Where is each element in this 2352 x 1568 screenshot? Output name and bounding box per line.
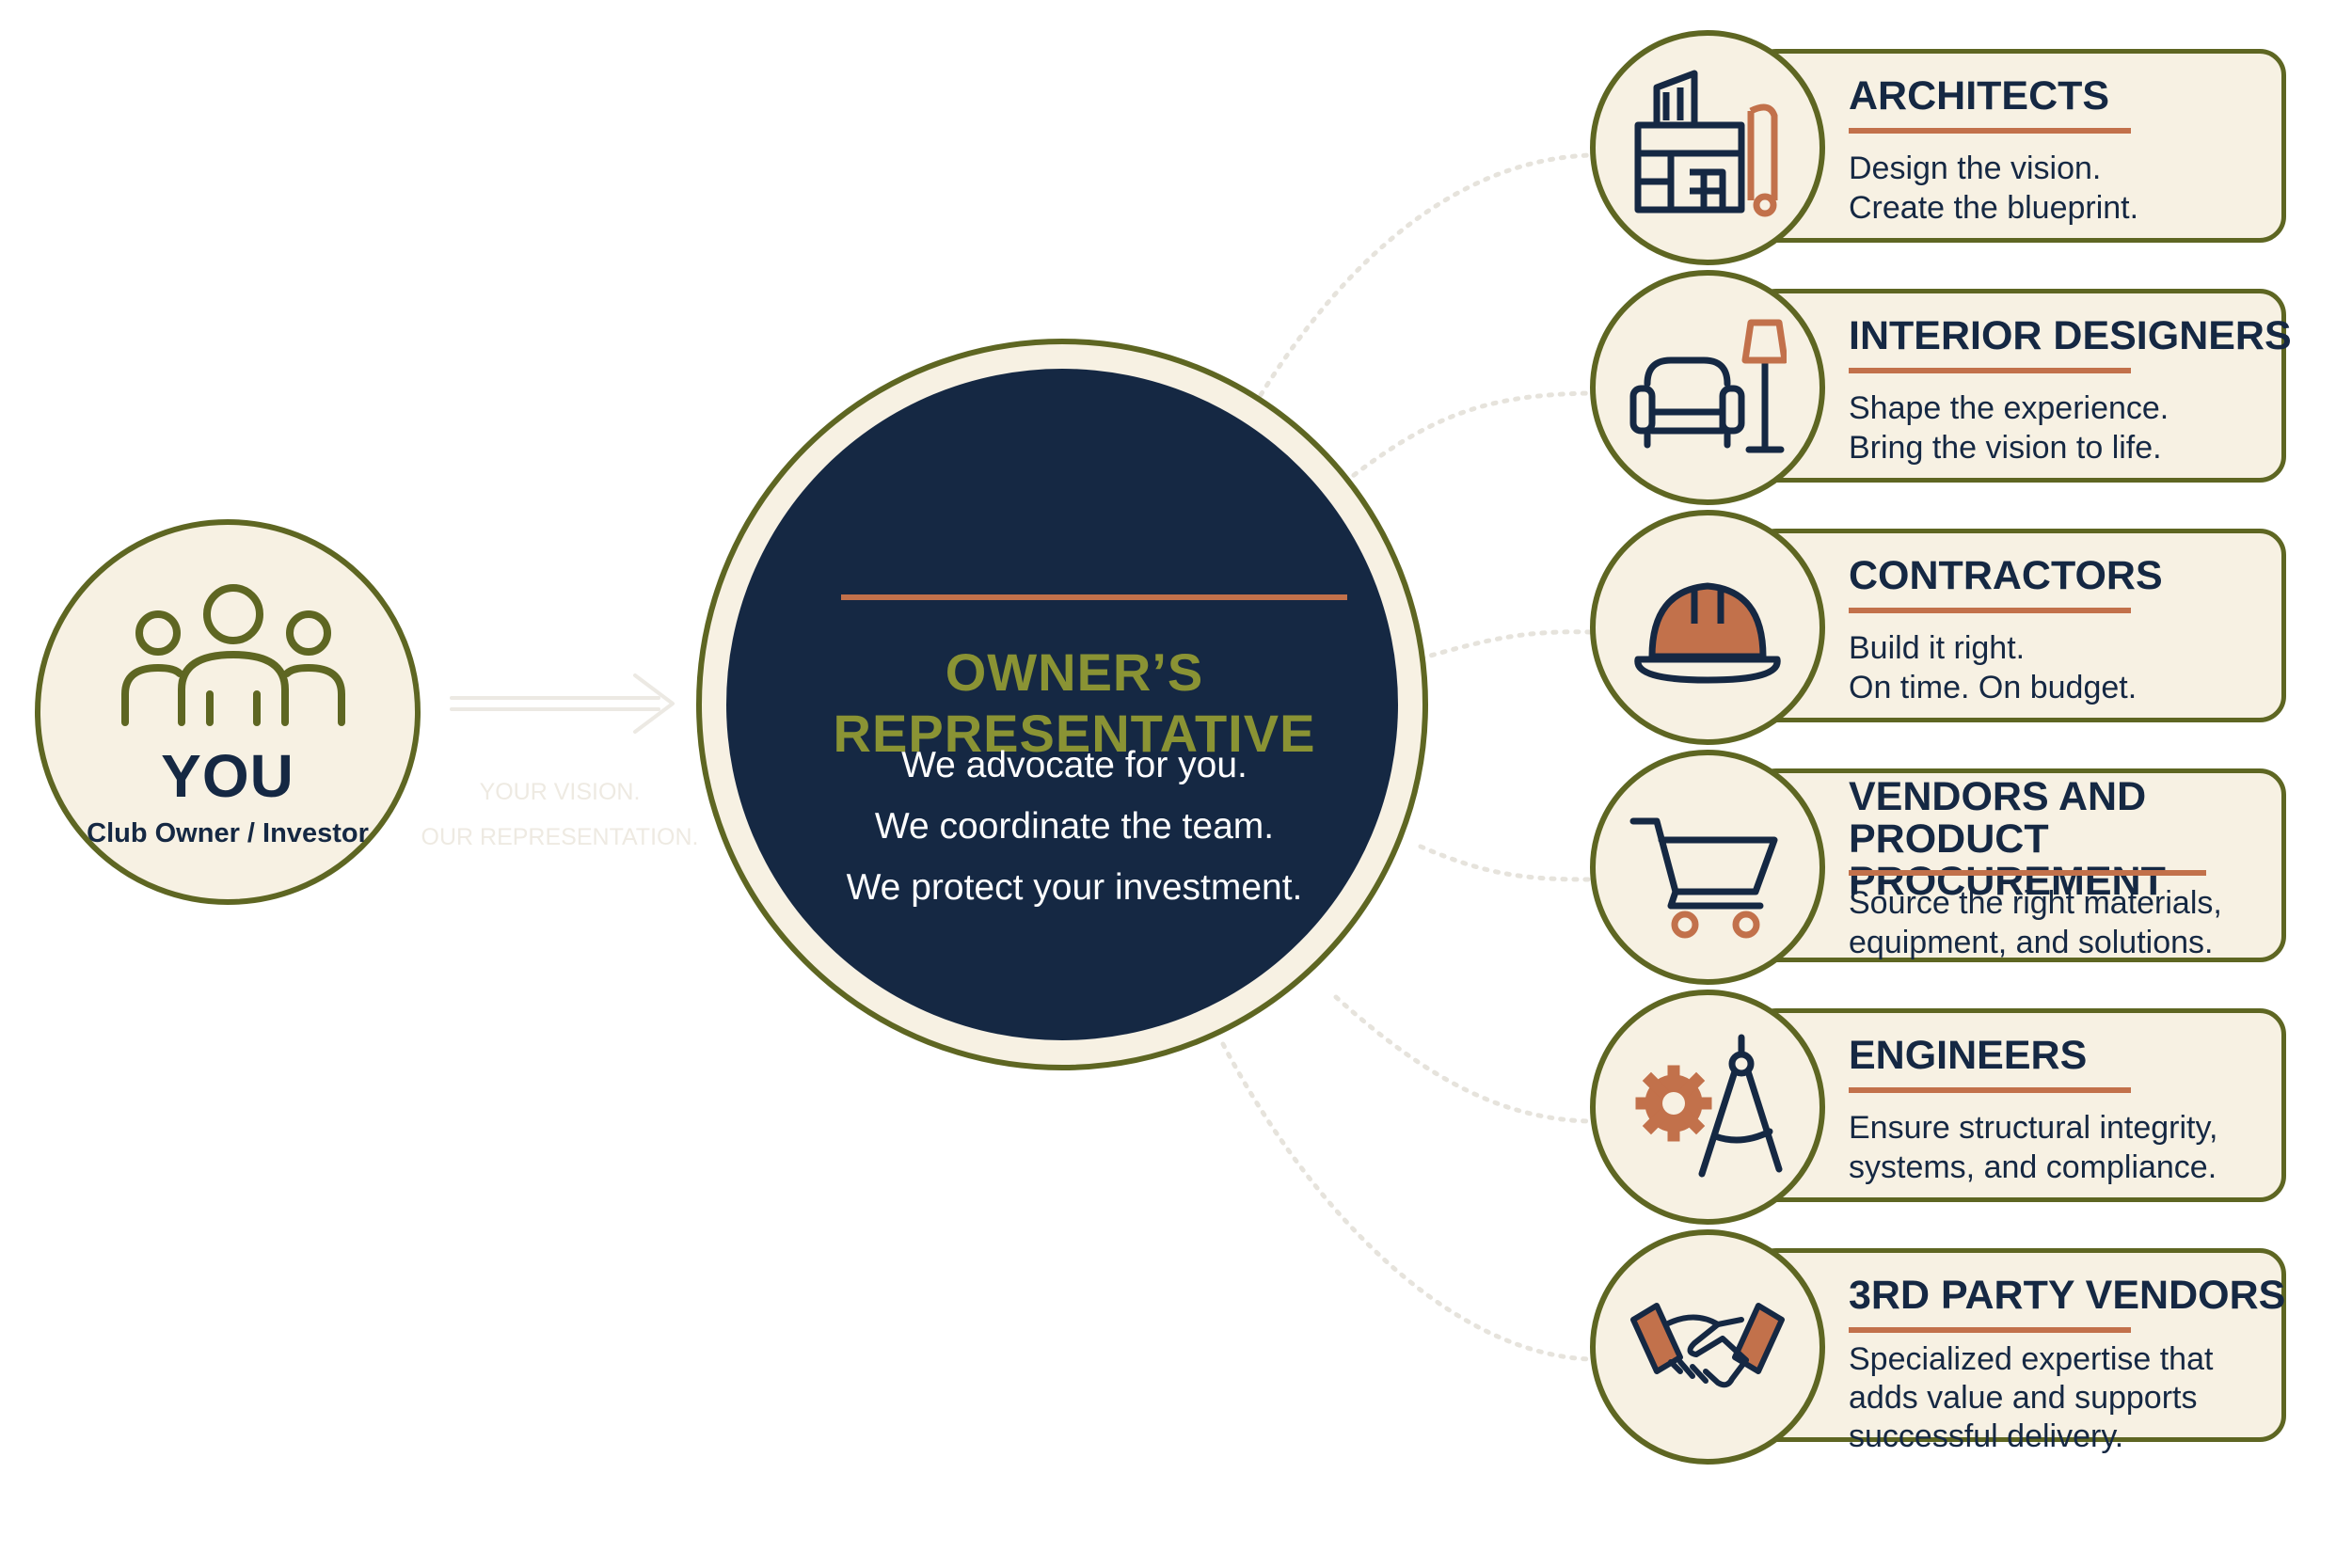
people-group-icon [121,584,345,726]
card-desc-line: Build it right. [1849,630,2026,666]
owners-rep-node: OWNER’S REPRESENTATIVE We advocate for y… [696,339,1428,1070]
card-icon-circle [1590,750,1825,985]
arrow-caption-line2: OUR REPRESENTATION. [421,824,699,850]
role-card-third-party-vendors: 3RD PARTY VENDORS Specialized expertise … [1590,1229,2305,1465]
card-divider [1849,368,2131,373]
card-desc-line: On time. On budget. [1849,670,2137,705]
card-divider [1849,128,2131,134]
card-description: Source the right materials, equipment, a… [1849,883,2291,962]
you-subtitle: Club Owner / Investor [87,818,369,848]
card-title-line: VENDORS AND [1849,774,2147,819]
card-desc-line: Create the blueprint. [1849,190,2139,226]
center-divider [841,594,1347,600]
card-description: Shape the experience. Bring the vision t… [1849,388,2291,467]
card-description: Build it right. On time. On budget. [1849,628,2291,707]
shopping-cart-icon [1629,817,1778,939]
card-divider [1849,1327,2131,1333]
card-desc-line: Bring the vision to life. [1849,430,2162,466]
arrow-caption: YOUR VISION. OUR REPRESENTATION. [405,769,715,860]
center-line-2: We coordinate the team. [874,806,1275,847]
center-line-3: We protect your investment. [846,867,1303,908]
connector-architects [1258,152,1593,398]
you-node: YOU Club Owner / Investor [35,519,421,905]
gear-compass-icon [1635,1034,1783,1178]
role-card-architects: ARCHITECTS Design the vision. Create the… [1590,30,2305,265]
card-title: 3RD PARTY VENDORS [1849,1273,2286,1318]
card-title: VENDORS AND PRODUCT PROCUREMENT [1849,776,2300,903]
card-title-line: PRODUCT PROCUREMENT [1849,816,2166,904]
role-card-interior-designers: INTERIOR DESIGNERS Shape the experience.… [1590,270,2305,505]
center-line-1: We advocate for you. [901,745,1248,785]
hard-hat-icon [1634,582,1781,684]
card-box [1750,1008,2286,1202]
arrow-caption-line1: YOUR VISION. [479,779,641,805]
role-card-contractors: CONTRACTORS Build it right. On time. On … [1590,510,2305,745]
card-description: Ensure structural integrity, systems, an… [1849,1108,2291,1187]
connector-third-party [1220,1041,1593,1362]
center-title: OWNER’S REPRESENTATIVE [833,642,1316,763]
connector-contractors [1418,629,1593,661]
card-divider [1849,608,2131,613]
armchair-lamp-icon [1629,319,1787,453]
building-blueprint-icon [1634,70,1778,217]
card-desc-line: Ensure structural integrity, [1849,1110,2218,1146]
connector-vendors [1418,844,1593,882]
card-divider [1849,870,2206,876]
card-box [1750,289,2286,483]
card-title: ENGINEERS [1849,1033,2088,1078]
card-title: INTERIOR DESIGNERS [1849,313,2292,358]
card-desc-line: Source the right materials, [1849,885,2222,921]
arrow-icon [450,673,675,734]
role-card-vendors-procurement: VENDORS AND PRODUCT PROCUREMENT Source t… [1590,750,2305,985]
card-divider [1849,1087,2131,1093]
card-title: ARCHITECTS [1849,73,2110,119]
owners-rep-disc: OWNER’S REPRESENTATIVE We advocate for y… [726,369,1398,1040]
card-description: Design the vision. Create the blueprint. [1849,149,2291,228]
card-box [1750,1248,2286,1442]
card-desc-line: Design the vision. [1849,150,2102,186]
connector-interior-designers [1333,390,1593,492]
card-desc-line: equipment, and solutions. [1849,925,2214,960]
card-desc-line: Specialized expertise that [1849,1341,2214,1377]
card-desc-line: adds value and supports [1849,1380,2198,1416]
connector-engineers [1333,994,1593,1124]
card-desc-line: Shape the experience. [1849,390,2169,426]
handshake-icon [1630,1303,1785,1388]
card-box [1750,49,2286,243]
card-icon-circle [1590,1229,1825,1465]
card-desc-line: systems, and compliance. [1849,1149,2217,1185]
role-card-engineers: ENGINEERS Ensure structural integrity, s… [1590,990,2305,1225]
card-icon-circle [1590,510,1825,745]
card-title: CONTRACTORS [1849,553,2163,598]
card-icon-circle [1590,30,1825,265]
you-title: YOU [161,742,294,810]
card-description: Specialized expertise that adds value an… [1849,1340,2291,1456]
card-icon-circle [1590,990,1825,1225]
card-desc-line: successful delivery. [1849,1418,2124,1454]
card-icon-circle [1590,270,1825,505]
